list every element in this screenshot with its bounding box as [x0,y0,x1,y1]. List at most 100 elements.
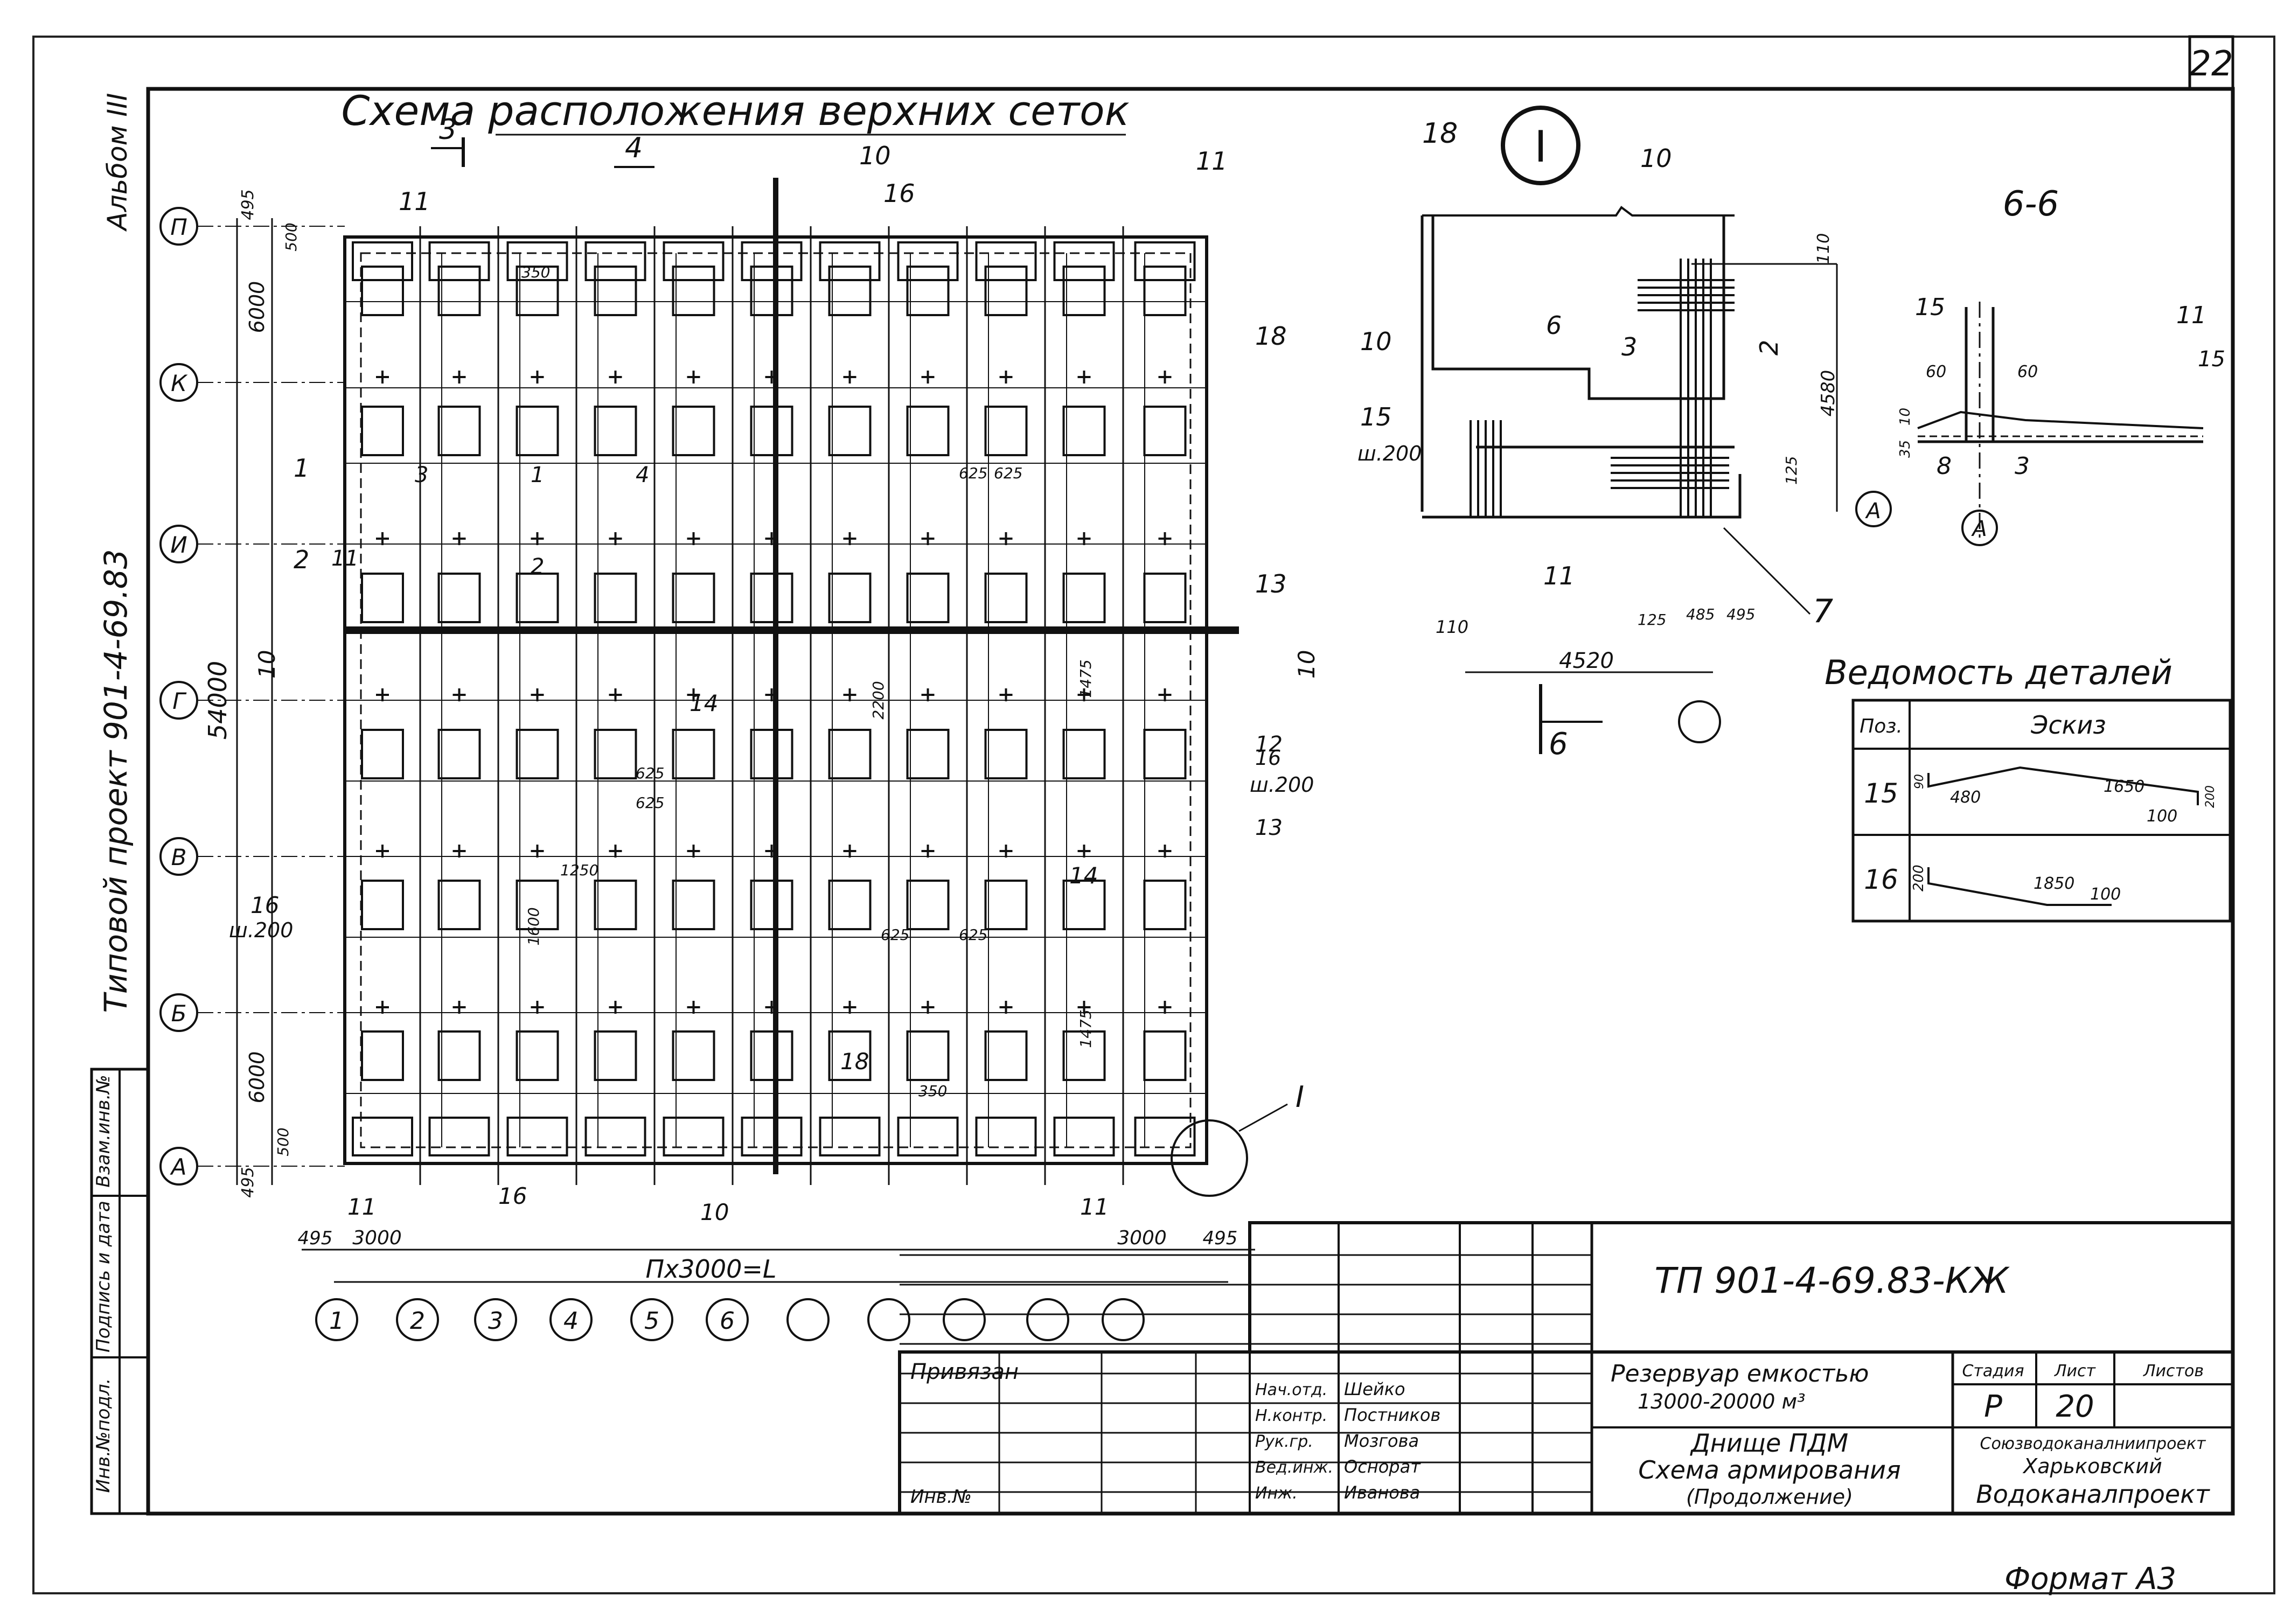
pos-13-right-b: 13 [1255,816,1283,840]
mesh-cell [906,729,950,779]
mesh-cell [594,729,637,779]
mesh-cell [516,729,559,779]
column-axis-bubble [396,1298,439,1341]
pos-3-inner: 3 [415,463,428,487]
column-axis-label: 5 [644,1307,659,1335]
dim-1600: 1600 [525,907,542,945]
mesh-cell [750,1030,793,1081]
dim-350-top: 350 [521,263,550,281]
mesh-cell [361,406,404,456]
column-axis-label: 2 [410,1307,425,1335]
org-line1: Союзводоканалниипроект [1980,1434,2207,1453]
section-66-pos-8: 8 [1937,452,1952,480]
mesh-cell [828,729,872,779]
pos-2-left: 2 [294,545,309,574]
dim-625-e: 625 [959,464,987,482]
mesh-cell [672,1030,715,1081]
section-66-dim-60-b: 60 [2017,363,2038,381]
dim-1475-b: 1475 [1077,1009,1095,1048]
mesh-cell [361,1030,404,1081]
dim-total-height: 54000 [203,661,232,740]
section-66-pos-3: 3 [2015,452,2030,480]
edge-mesh-bottom [975,1117,1037,1156]
parts-row-16-pos: 16 [1864,864,1898,895]
dim-bay-right: 3000 [1117,1227,1167,1249]
mesh-cell [437,266,481,316]
edge-mesh-bottom [1134,1117,1196,1156]
mesh-cell [984,573,1028,623]
section-66-label: 6-6 [2003,184,2059,224]
sheet-value: 20 [2056,1389,2094,1424]
pos-14-a: 14 [690,690,718,716]
edge-mesh-top [819,241,881,281]
mesh-cell [361,573,404,623]
parts-row-15-pos: 15 [1864,778,1898,809]
pos-16-bottom: 16 [498,1183,527,1209]
pos-4-inner: 4 [636,463,649,487]
binding-label: Привязан [910,1360,1019,1384]
mesh-cell [828,266,872,316]
dim-edge-bottom: 495 [239,1167,257,1197]
outer-frame [32,36,2275,1594]
pos-1-inner: 1 [531,463,544,487]
detail-dim-110-bottom: 110 [1436,617,1468,637]
staff-name: Постников [1344,1405,1440,1425]
column-axis-bubble [867,1298,910,1341]
staff-role: Нач.отд. [1255,1381,1327,1399]
column-axis-bubble [706,1298,749,1341]
pos-11-bottom-right: 11 [1080,1194,1109,1220]
sheet-number: 22 [2189,44,2233,84]
mesh-cell [516,880,559,930]
reinforcement-plan [343,178,1239,1185]
mesh-cell [828,406,872,456]
mesh-cell [984,880,1028,930]
title-block: ТП 901-4-69.83-КЖ Привязан Инв.№ Резерву… [898,1221,2234,1515]
side-stamp-replace: Взам.инв.№ [93,1075,114,1187]
section-66-dim-35: 35 [1897,440,1913,458]
pos-11-top-right: 11 [1196,147,1228,176]
parts-16-d1850: 1850 [2034,874,2074,893]
dim-span-formula: Пх3000=L [645,1254,776,1284]
column-axis-bubble [943,1298,986,1341]
dim-edge-left: 495 [298,1228,333,1249]
pos-14-b: 14 [1069,862,1098,889]
mesh-cell [672,573,715,623]
mesh-cell [672,406,715,456]
mesh-cell [594,266,637,316]
pos-12-right: 12 [1255,732,1283,757]
detail-I-label: I [1534,122,1547,172]
mesh-cell [516,1030,559,1081]
mesh-cell [750,406,793,456]
staff-name: Мозгова [1344,1431,1419,1451]
mesh-cell [1062,1030,1106,1081]
row-axis-label: В [171,844,187,870]
pos-18-bottom: 18 [840,1048,869,1075]
mesh-cell [1062,729,1106,779]
mesh-cell [984,1030,1028,1081]
dim-bottom-seg: 6000 [245,1051,269,1104]
edge-mesh-top [1053,241,1115,281]
callout-I-circle [1171,1119,1248,1197]
parts-16-d100: 100 [2090,885,2121,904]
detail-pos-2: 2 [1754,340,1784,356]
side-stamp-sign: Подпись и дата [93,1201,114,1353]
mesh-cell [437,406,481,456]
parts-15-d100: 100 [2147,807,2177,826]
row-axis-label: А [170,1154,187,1180]
mesh-cell [1062,573,1106,623]
sheet-number-box [2188,35,2234,90]
dim-bay-left: 3000 [352,1227,402,1249]
mesh-cell [1062,406,1106,456]
mesh-cell [437,1030,481,1081]
mesh-cell [1062,266,1106,316]
mesh-cell [516,573,559,623]
object-line1: Резервуар емкостью [1611,1360,1869,1388]
mesh-cell [361,266,404,316]
org-line2: Харьковский [2022,1454,2162,1478]
mesh-cell [906,266,950,316]
pos-11-top-left: 11 [399,187,430,216]
dim-1250: 1250 [560,861,598,879]
mesh-cell [1143,1030,1187,1081]
plan-dimensions: 54000 6000 6000 495 495 500 500 495 3000… [203,189,1255,1284]
